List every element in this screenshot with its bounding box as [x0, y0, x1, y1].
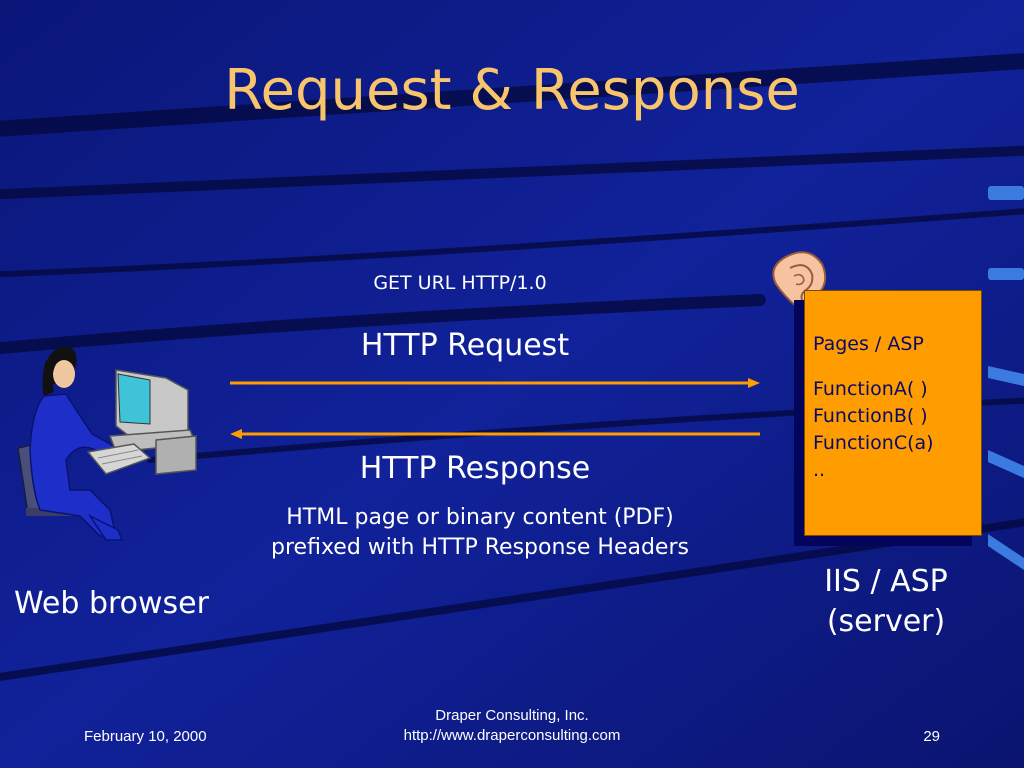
- request-arrow: [230, 378, 760, 388]
- footer-date: February 10, 2000: [84, 728, 207, 745]
- function-item: FunctionA( ): [813, 378, 928, 400]
- footer-company: Draper Consulting, Inc. http://www.drape…: [330, 706, 694, 746]
- slide-title: Request & Response: [224, 58, 800, 123]
- response-arrow: [230, 429, 760, 439]
- http-request-label: HTTP Request: [360, 328, 570, 363]
- footer-url: http://www.draperconsulting.com: [403, 727, 621, 744]
- http-response-label: HTTP Response: [359, 451, 591, 486]
- response-description-line-1: HTML page or binary content (PDF): [286, 505, 674, 530]
- function-item: FunctionB( ): [813, 405, 928, 427]
- web-browser-label: Web browser: [14, 586, 209, 621]
- function-item: FunctionC(a): [813, 432, 934, 454]
- server-pages-box: Pages / ASP FunctionA( ) FunctionB( ) Fu…: [804, 290, 982, 536]
- function-item: ..: [813, 459, 826, 481]
- server-label-line-2: (server): [826, 604, 946, 639]
- server-label: IIS / ASP (server): [786, 562, 986, 642]
- response-description: HTML page or binary content (PDF) prefix…: [210, 503, 750, 563]
- footer-page-number: 29: [923, 728, 940, 745]
- request-line-text: GET URL HTTP/1.0: [373, 272, 547, 294]
- server-label-line-1: IIS / ASP: [824, 564, 948, 599]
- person-at-computer-icon: [17, 346, 198, 541]
- response-description-line-2: prefixed with HTTP Response Headers: [271, 535, 689, 560]
- server-box-heading: Pages / ASP: [813, 333, 924, 355]
- footer-company-name: Draper Consulting, Inc.: [435, 707, 589, 724]
